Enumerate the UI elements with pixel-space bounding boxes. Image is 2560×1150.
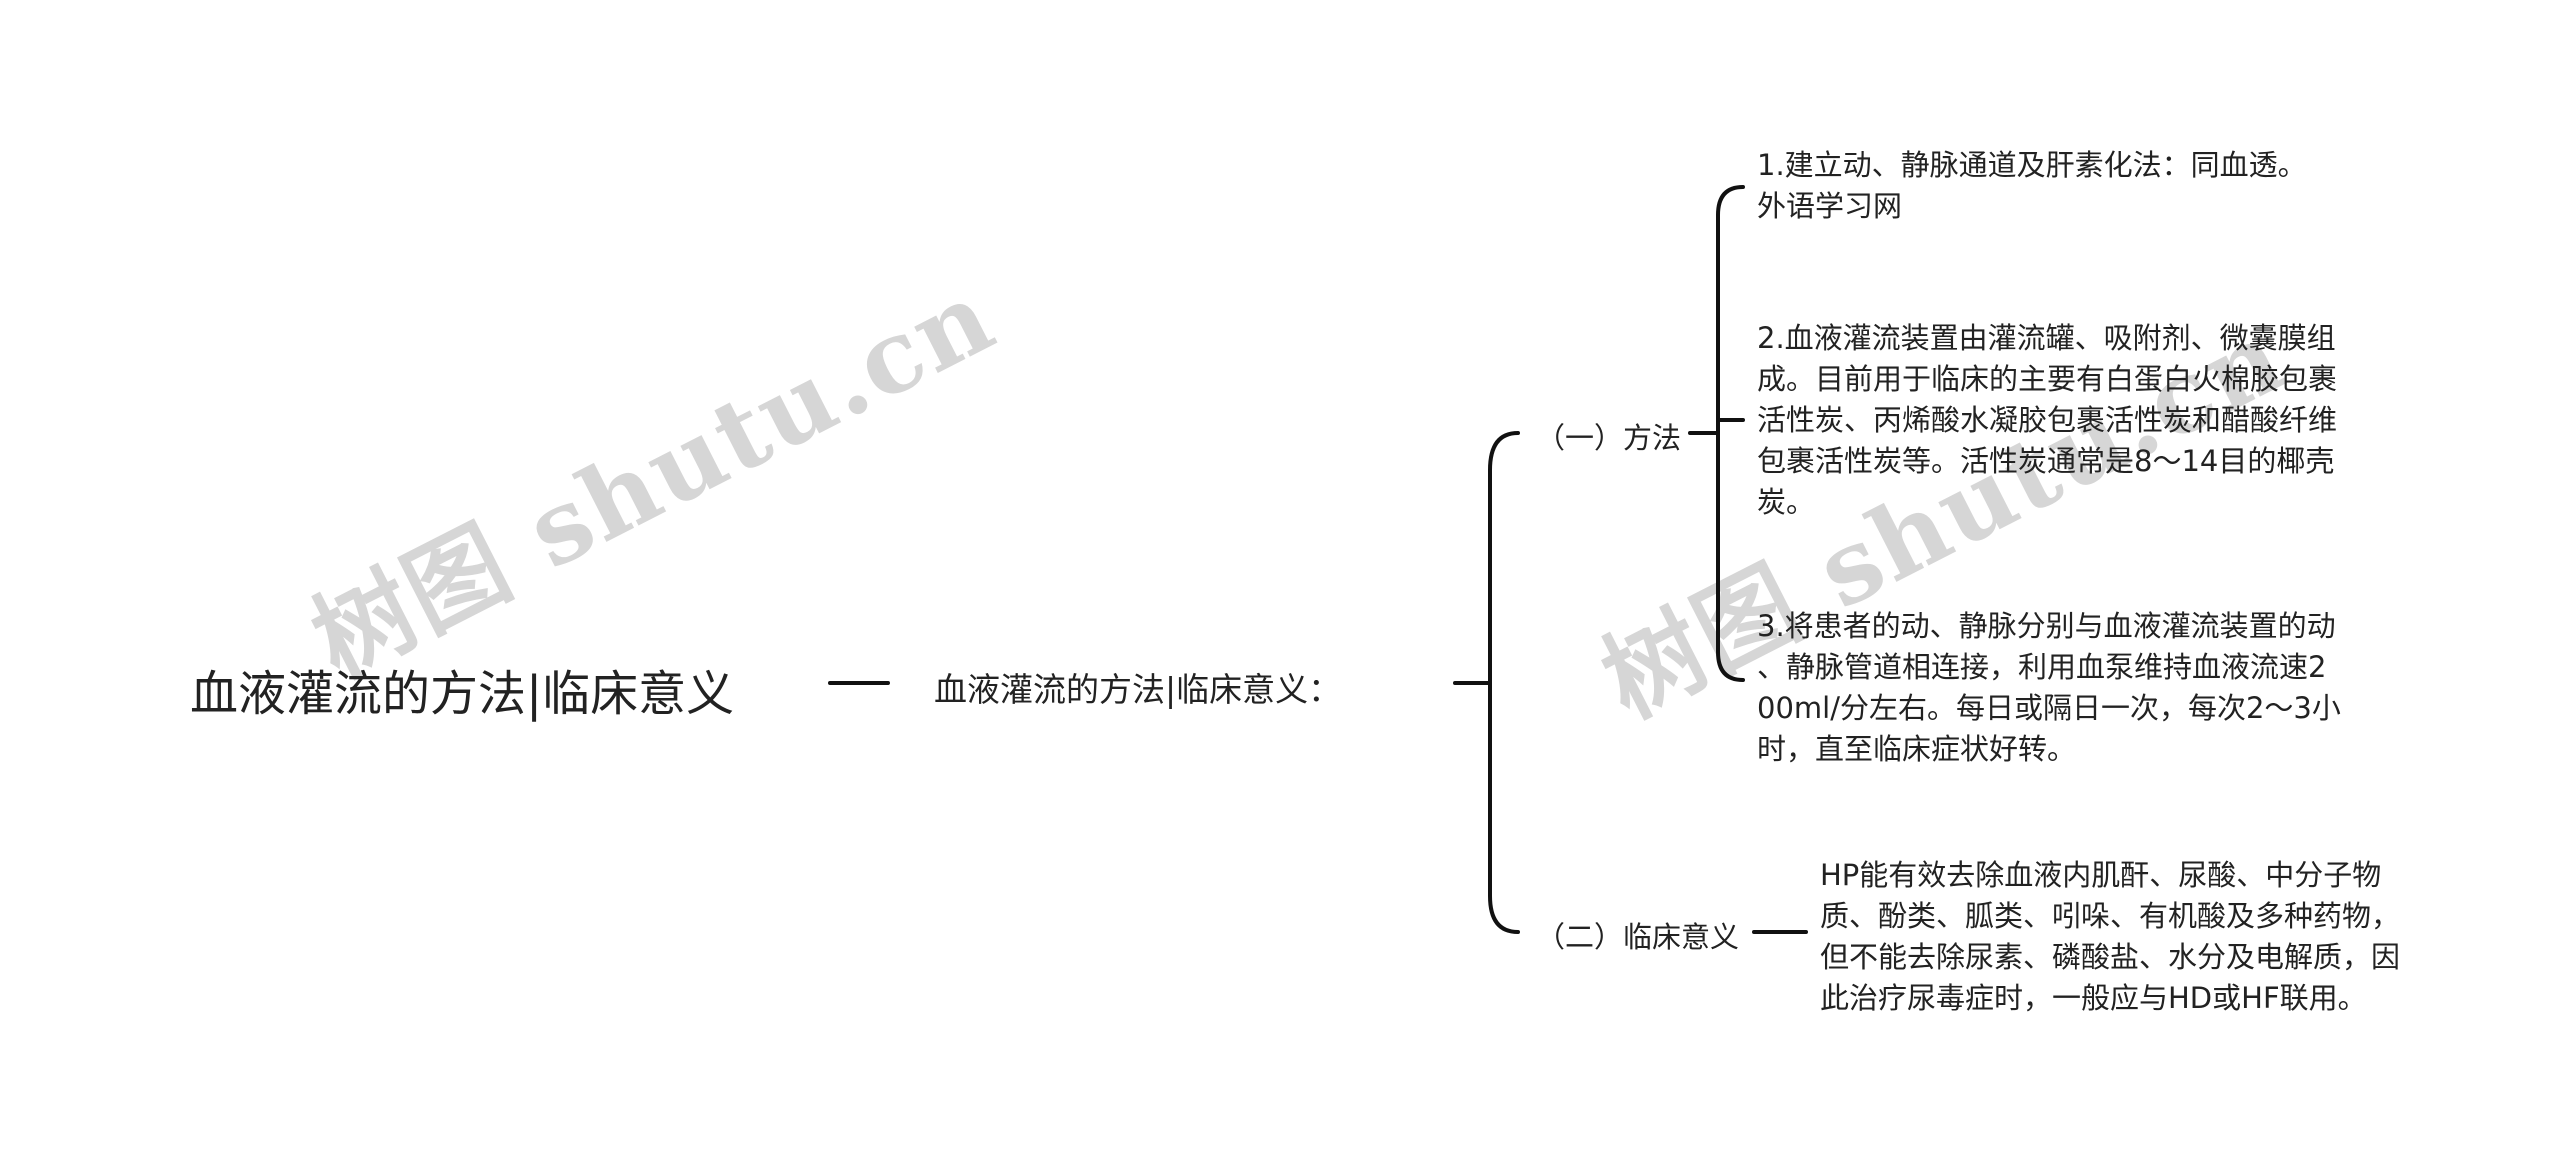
branch-method[interactable]: （一）方法 (1536, 421, 1682, 455)
leaf-line: 此治疗尿毒症时，一般应与HD或HF联用。 (1820, 981, 2367, 1015)
leaf-line: 时，直至临床症状好转。 (1757, 732, 2077, 766)
leaf-line: HP能有效去除血液内肌酐、尿酸、中分子物 (1820, 858, 2382, 892)
leaf-line: 成。目前用于临床的主要有白蛋白火棉胶包裹 (1757, 362, 2338, 396)
method-item-2[interactable]: 2.血液灌流装置由灌流罐、吸附剂、微囊膜组 成。目前用于临床的主要有白蛋白火棉胶… (1757, 318, 2337, 523)
root-topic[interactable]: 血液灌流的方法|临床意义 (190, 666, 735, 722)
sub-topic[interactable]: 血液灌流的方法|临床意义： (934, 670, 1342, 709)
leaf-line: 但不能去除尿素、磷酸盐、水分及电解质，因 (1820, 940, 2401, 974)
method-item-3[interactable]: 3.将患者的动、静脉分别与血液灌流装置的动 、静脉管道相连接，利用血泵维持血液流… (1757, 606, 2341, 770)
item-bracket (1716, 185, 1745, 682)
leaf-line: 活性炭、丙烯酸水凝胶包裹活性炭和醋酸纤维 (1757, 403, 2338, 437)
leaf-line: 炭。 (1757, 485, 1816, 519)
branch-bracket (1488, 431, 1520, 934)
leaf-line: 外语学习网 (1757, 189, 1903, 223)
branch-clinical-significance[interactable]: （二）临床意义 (1536, 920, 1740, 954)
method-item-1[interactable]: 1.建立动、静脉通道及肝素化法：同血透。 外语学习网 (1757, 145, 2307, 227)
leaf-line: 1.建立动、静脉通道及肝素化法：同血透。 (1757, 148, 2307, 182)
leaf-line: 2.血液灌流装置由灌流罐、吸附剂、微囊膜组 (1757, 321, 2336, 355)
leaf-line: 包裹活性炭等。活性炭通常是8～14目的椰壳 (1757, 444, 2335, 478)
leaf-line: 00ml/分左右。每日或隔日一次，每次2～3小 (1757, 691, 2341, 725)
leaf-line: 质、酚类、胍类、吲哚、有机酸及多种药物， (1820, 899, 2401, 933)
clinical-significance-item[interactable]: HP能有效去除血液内肌酐、尿酸、中分子物 质、酚类、胍类、吲哚、有机酸及多种药物… (1820, 855, 2400, 1019)
leaf-line: 、静脉管道相连接，利用血泵维持血液流速2 (1757, 650, 2327, 684)
leaf-line: 3.将患者的动、静脉分别与血液灌流装置的动 (1757, 609, 2336, 643)
